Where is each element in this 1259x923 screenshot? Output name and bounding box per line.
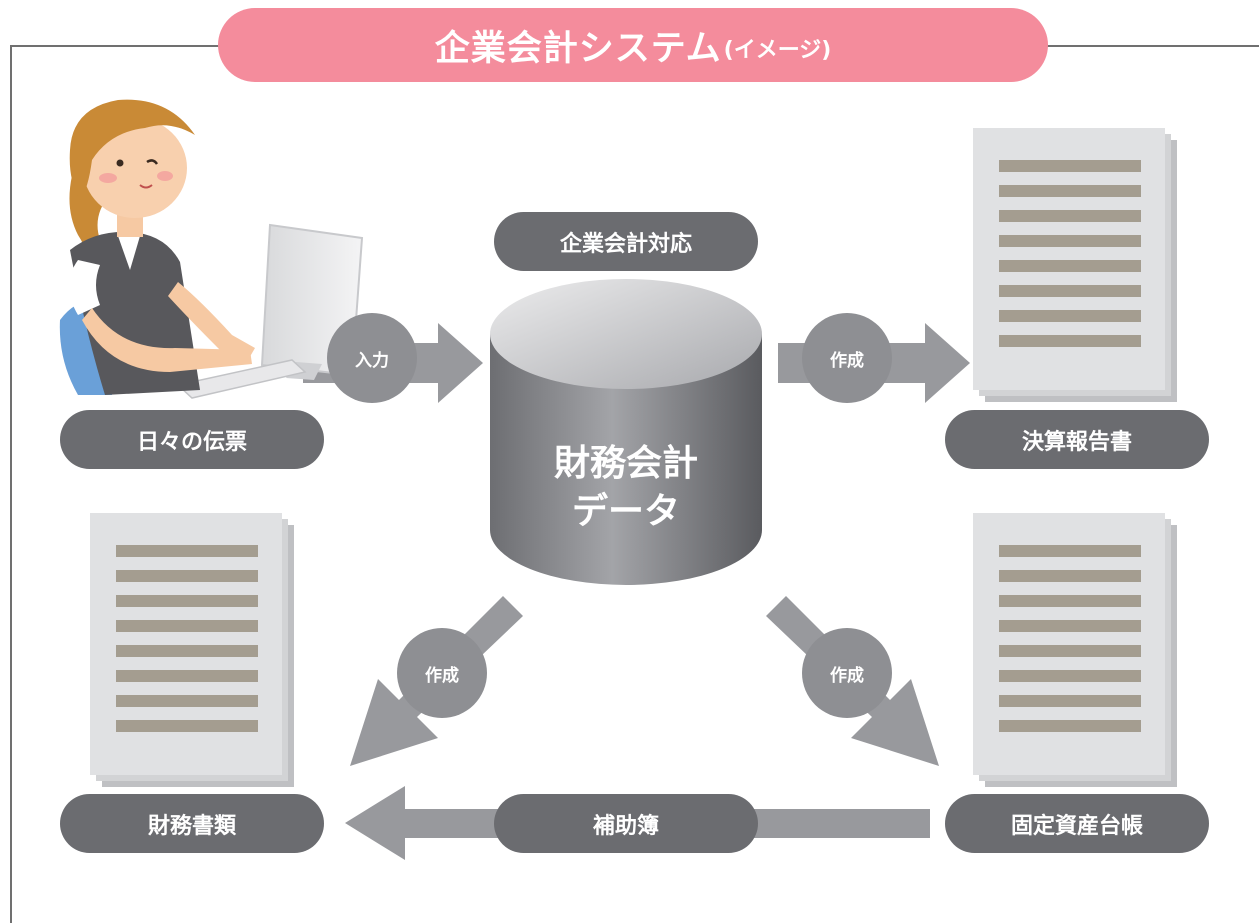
label-fixed-asset-ledger: 固定資産台帳 bbox=[945, 794, 1209, 853]
database-label: 財務会計 データ bbox=[490, 440, 762, 536]
title-sub: (イメージ) bbox=[723, 38, 832, 63]
financial-report-document-icon bbox=[973, 128, 1177, 402]
flow-label-create-report: 作成 bbox=[802, 313, 892, 403]
database-label-line2: データ bbox=[571, 491, 680, 532]
fixed-asset-ledger-document-icon bbox=[973, 513, 1177, 787]
diagram-title: 企業会計システム(イメージ) bbox=[218, 8, 1048, 82]
financial-docs-document-icon bbox=[90, 513, 294, 787]
office-worker-illustration bbox=[59, 99, 364, 399]
database-cylinder-icon bbox=[490, 279, 762, 585]
label-financial-docs: 財務書類 bbox=[60, 794, 324, 853]
label-financial-report: 決算報告書 bbox=[945, 410, 1209, 469]
badge-corporate-accounting: 企業会計対応 bbox=[494, 212, 758, 271]
flow-label-create-assets: 作成 bbox=[802, 628, 892, 718]
flow-label-input: 入力 bbox=[327, 313, 417, 403]
label-daily-slips: 日々の伝票 bbox=[60, 410, 324, 469]
title-main: 企業会計システム bbox=[434, 28, 722, 69]
flow-label-create-docs: 作成 bbox=[397, 628, 487, 718]
label-subsidiary-ledger: 補助簿 bbox=[494, 794, 758, 853]
database-label-line1: 財務会計 bbox=[553, 443, 698, 484]
